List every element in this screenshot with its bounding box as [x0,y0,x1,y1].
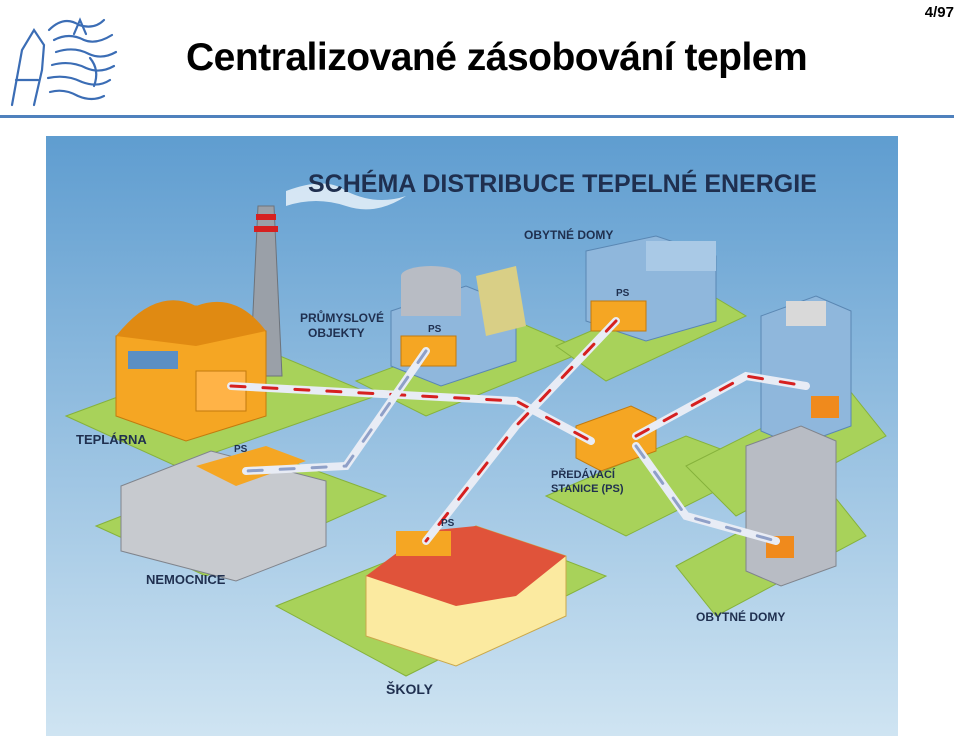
label-transfer-line2: STANICE (PS) [551,483,624,495]
diagram-heading: SCHÉMA DISTRIBUCE TEPELNÉ ENERGIE [308,169,817,198]
heat-distribution-diagram: SCHÉMA DISTRIBUCE TEPELNÉ ENERGIE OBYTNÉ… [46,136,898,736]
heating-plant-building [115,300,267,442]
ps-label-residential: PS [616,288,630,299]
label-schools: ŠKOLY [386,680,434,697]
residential-tower-right-top [760,295,852,447]
label-residential-bottom: OBYTNÉ DOMY [696,609,785,624]
school-building [365,525,567,667]
distribution-pipes [227,317,810,545]
ps-label-school: PS [441,518,455,529]
hospital-building [120,446,327,582]
residential-building-top [585,235,717,342]
label-heating-plant: TEPLÁRNA [76,432,147,447]
title-divider [0,115,954,118]
transfer-station [575,405,657,472]
ps-label-hospital: PS [234,444,248,455]
page-number: 4/97 [924,4,954,21]
label-residential-top: OBYTNÉ DOMY [524,227,613,242]
label-industrial-line1: PRŮMYSLOVÉ [300,309,384,325]
smoke [286,183,406,210]
residential-tower-right-bottom [745,425,837,587]
university-lion-logo [10,17,118,107]
ps-label-industrial: PS [428,324,442,335]
label-industrial-line2: OBJEKTY [308,326,365,340]
label-hospital: NEMOCNICE [146,572,226,587]
label-transfer-line1: PŘEDÁVACÍ [551,468,616,481]
page-title: Centralizované zásobování teplem [186,36,808,79]
